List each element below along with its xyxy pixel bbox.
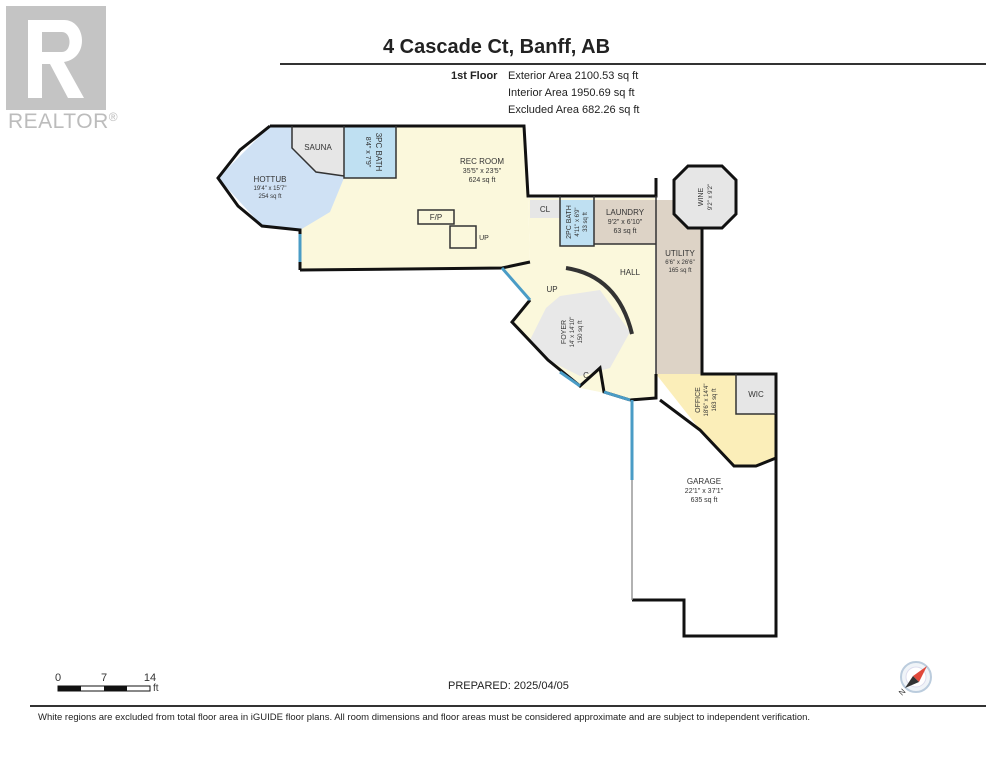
scale-seg-1 [58,686,81,691]
realtor-wordmark: REALTOR® [8,110,118,134]
wine-wall [672,164,738,230]
sauna-wall [291,126,345,177]
north-wall [270,124,658,198]
interior-area: Interior Area 1950.69 sq ft [508,87,635,99]
bath3-floor [344,126,396,178]
hall-label: HALL [620,268,641,277]
interior-walls [291,126,776,415]
disclaimer-text: White regions are excluded from total fl… [38,712,811,723]
scale-bar: 0 7 14 ft [55,672,159,694]
wic-floor [736,374,776,414]
hottub-wall [216,124,302,270]
bath2-name: 2PC BATH [566,205,573,239]
office-diagonal [659,398,777,468]
garage-dims: 22'1" x 37'1" [685,488,724,495]
wic-wall [735,374,776,415]
realtor-logo-mark-icon [6,6,106,110]
bath2-dims: 4'11" x 6'9" [575,207,581,236]
stairs-rec [449,225,477,249]
page-title: 4 Cascade Ct, Banff, AB [382,36,611,58]
cl-floor [530,200,560,218]
wine-dims: 9'2" x 9'2" [708,184,714,210]
bath2-floor [560,200,594,246]
stair-curve [565,266,634,335]
scale-seg-2 [104,686,127,691]
garage-area: 635 sq ft [691,497,718,504]
closet-label: CL [540,205,551,214]
footer-divider [30,705,986,707]
excluded-area: Excluded Area 682.26 sq ft [508,104,640,116]
scale-tick-7: 7 [101,672,107,684]
realtor-logo [6,6,106,110]
window-foyer-1 [500,267,532,301]
fireplace-label: F/P [430,213,442,222]
registered-mark: ® [108,110,119,124]
bath3-name: 3PC BATH [374,133,383,172]
sauna-floor [292,126,344,176]
foyer-area: 150 sq ft [578,320,584,343]
garage-name: GARAGE [687,477,721,486]
rec-room-name: REC ROOM [460,157,504,166]
bath3-wall [343,126,397,179]
prepared-date: PREPARED: 2025/04/05 [448,680,569,692]
wine-floor [674,166,736,228]
office-name: OFFICE [695,387,702,413]
wine-name: WINE [698,188,705,207]
foyer-name: FOYER [561,320,568,344]
scale-tick-0: 0 [55,672,61,684]
header-divider [280,63,986,65]
scale-tick-14: 14 [144,672,156,684]
sauna-label: SAUNA [304,143,332,152]
laundry-name: LAUNDRY [606,208,645,217]
scale-unit: ft [153,683,159,694]
realtor-word: REALTOR [8,110,109,133]
hottub-area: 254 sq ft [258,194,281,200]
office-area: 163 sq ft [712,388,718,411]
windows [298,234,634,480]
bath2-wall [559,196,595,247]
utility-wall [632,228,778,638]
rec-room-dims: 35'5" x 23'5" [463,168,502,175]
hottub-name: HOTTUB [254,175,287,184]
stairs-up-hall-label: UP [546,285,557,294]
utility-area: 165 sq ft [668,268,691,274]
compass-icon: N [897,661,932,698]
hottub-dims: 19'4" x 15'7" [254,186,287,192]
laundry-area: 63 sq ft [614,228,637,235]
coat-closet-label: C [583,371,589,380]
floor-label: 1st Floor [451,70,498,82]
window-foyer-3 [603,390,631,402]
bath3-dims: 8'4" x 7'9" [364,137,371,168]
window-foyer-2 [559,370,581,388]
utility-dims: 6'6" x 26'6" [665,260,695,266]
stairs-up-label: UP [479,235,489,242]
foyer-floor [530,290,630,376]
exterior-area: Exterior Area 2100.53 sq ft [508,70,639,82]
laundry-floor [594,200,656,244]
wic-label: WIC [748,390,764,399]
office-wall [629,374,658,402]
compass-north-label: N [897,687,908,698]
foyer-dims: 14' x 14'10" [570,317,576,348]
fireplace [417,209,455,225]
utility-name: UTILITY [665,249,695,258]
laundry-dims: 9'2" x 6'10" [608,219,643,226]
rec-room-area: 624 sq ft [469,177,496,184]
office-dims: 18'6" x 14'4" [704,384,710,417]
bath2-area: 33 sq ft [583,212,589,232]
